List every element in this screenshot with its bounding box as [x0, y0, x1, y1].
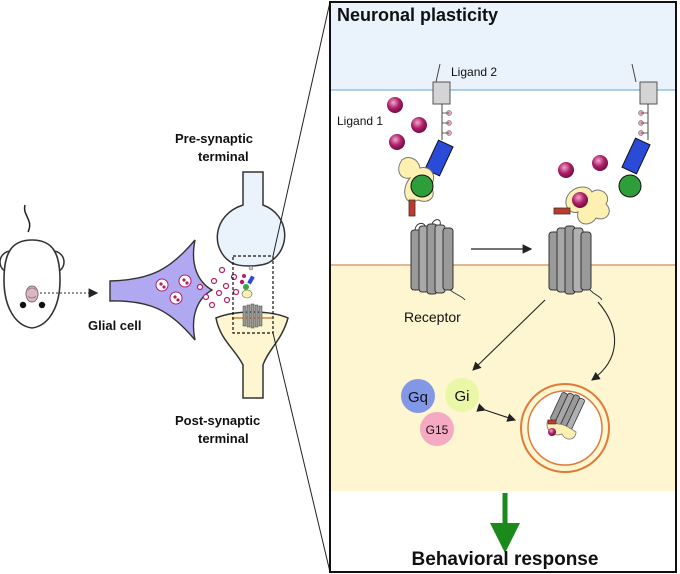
ligand-1-molecules	[387, 97, 608, 178]
svg-text:Gi: Gi	[455, 388, 470, 405]
g15-protein: G15	[420, 412, 454, 446]
pre-synaptic-terminal-shape	[216, 171, 286, 267]
ligand-2-left	[432, 63, 452, 140]
zoom-line-top	[272, 1, 331, 257]
released-ligands	[196, 266, 240, 309]
panel-title: Neuronal plasticity	[337, 5, 498, 25]
double-arrow	[476, 403, 517, 422]
ligand-1-label: Ligand 1	[337, 114, 383, 128]
receptor-label: Receptor	[404, 309, 461, 325]
post-synaptic-label-1: Post-synaptic	[175, 413, 260, 428]
pre-synaptic-label-1: Pre-synaptic	[175, 131, 253, 146]
post-synaptic-label-2: terminal	[198, 431, 249, 446]
behavioral-response-label: Behavioral response	[412, 549, 599, 570]
svg-text:G15: G15	[426, 423, 449, 437]
plasticity-panel	[329, 1, 677, 573]
mouse-illustration	[0, 204, 65, 329]
glial-cell	[109, 239, 214, 341]
mini-receptor	[239, 265, 263, 329]
ligand-2-label: Ligand 2	[451, 65, 497, 79]
zoom-line-bottom	[272, 332, 331, 573]
zoom-box	[232, 255, 274, 334]
svg-text:Gq: Gq	[408, 389, 428, 406]
gq-protein: Gq	[401, 379, 435, 413]
arrow-to-internalization	[591, 301, 616, 381]
pre-synaptic-label-2: terminal	[198, 149, 249, 164]
arrow-to-gproteins	[472, 299, 546, 371]
receptor-complex-active	[548, 137, 651, 301]
ligand-2-right	[631, 63, 658, 140]
receptor-complex-inactive	[398, 139, 466, 301]
gi-protein: Gi	[445, 378, 479, 412]
endosome-vesicle	[520, 383, 610, 473]
glial-cell-label: Glial cell	[88, 318, 141, 333]
